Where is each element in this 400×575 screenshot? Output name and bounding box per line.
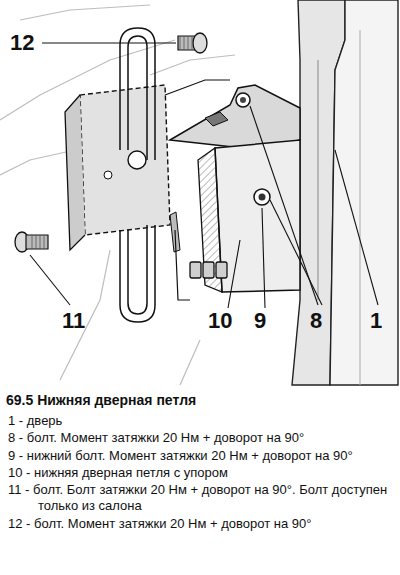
legend-note: 9 - нижний болт. Момент затяжки 20 Нм + … [8,448,392,464]
background-sketch [0,5,235,385]
hinge-plate [170,85,300,150]
bolt [15,232,48,252]
callout-number: 9 [254,310,266,332]
callout-number: 12 [10,32,34,54]
callout-number: 11 [62,310,85,332]
legend-note: 10 - нижняя дверная петля с упором [8,465,392,481]
legend-note: 11 - болт. Болт затяжки 20 Нм + доворот … [8,482,392,515]
legend-note: 8 - болт. Момент затяжки 20 Нм + доворот… [8,430,392,446]
callout-number: 1 [370,310,382,332]
door-pillar [292,0,398,385]
callout-number: 8 [310,310,322,332]
check-strap [120,28,230,322]
nuts [190,262,227,278]
bolt [178,33,207,53]
legend-note: 12 - болт. Момент затяжки 20 Нм + доворо… [8,516,392,532]
figure-title: 69.5 Нижняя дверная петля [6,392,196,409]
legend-note: 1 - дверь [8,413,392,429]
callout-number: 10 [208,310,232,332]
leader-lines [30,43,378,308]
